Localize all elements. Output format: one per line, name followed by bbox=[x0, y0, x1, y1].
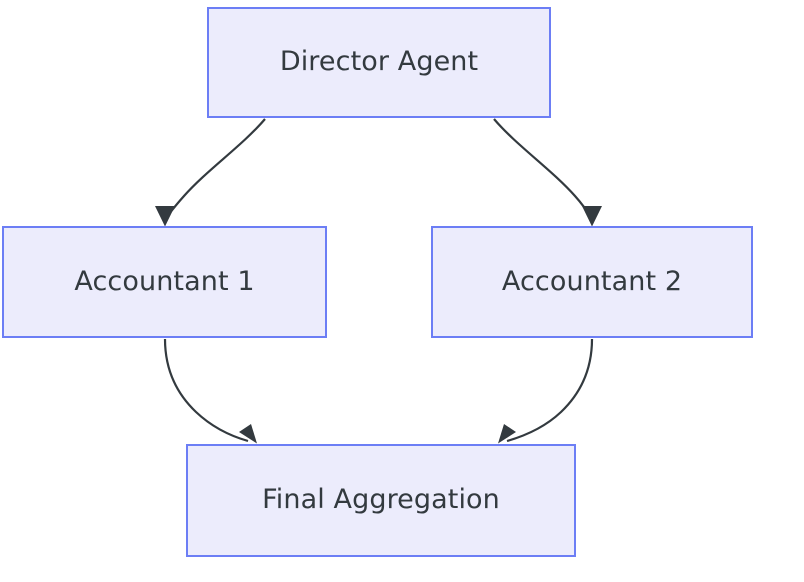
node-label-accountant-2: Accountant 2 bbox=[501, 265, 683, 297]
node-accountant-2[interactable]: Accountant 2 bbox=[431, 226, 753, 338]
edge-director-to-accountant1 bbox=[155, 118, 266, 227]
arrowhead-icon bbox=[239, 424, 257, 444]
edge-director-to-accountant2 bbox=[493, 118, 602, 227]
edge-accountant2-to-final bbox=[498, 338, 594, 444]
arrowhead-icon bbox=[582, 206, 602, 227]
node-accountant-1[interactable]: Accountant 1 bbox=[2, 226, 327, 338]
node-director-agent[interactable]: Director Agent bbox=[207, 7, 551, 118]
edge-accountant1-to-final bbox=[163, 338, 257, 444]
node-final-aggregation[interactable]: Final Aggregation bbox=[186, 444, 576, 557]
node-label-director-agent: Director Agent bbox=[279, 46, 479, 78]
arrowhead-icon bbox=[155, 206, 175, 227]
arrowhead-icon bbox=[498, 424, 516, 444]
node-label-final-aggregation: Final Aggregation bbox=[262, 484, 500, 516]
node-label-accountant-1: Accountant 1 bbox=[74, 265, 255, 297]
